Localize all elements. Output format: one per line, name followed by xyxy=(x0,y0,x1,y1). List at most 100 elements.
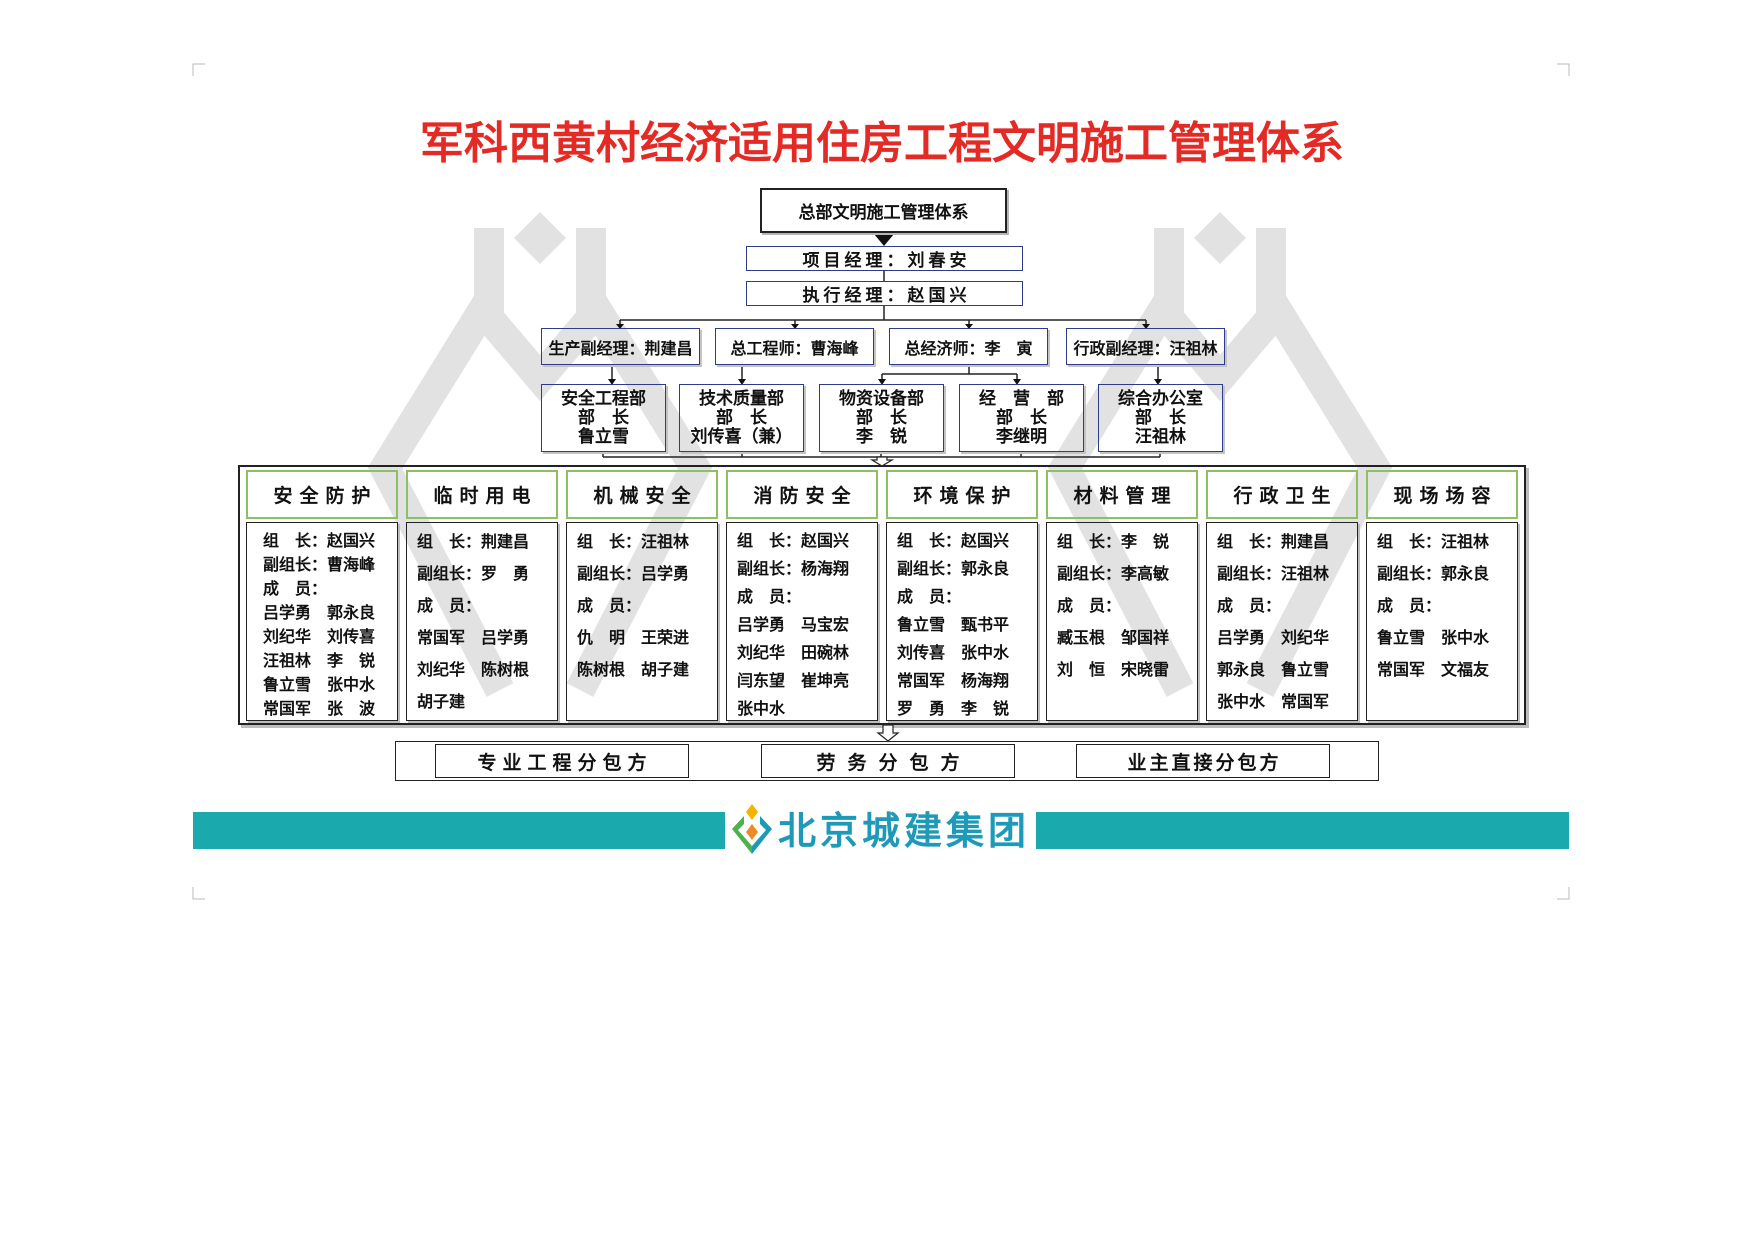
watermark-right xyxy=(1047,212,1393,697)
watermark-shape xyxy=(1246,292,1393,697)
logo-icon xyxy=(732,804,772,854)
watermark-left xyxy=(367,212,713,697)
department-head: 刘传喜（兼） xyxy=(690,426,793,447)
group-member-line: 闫东望 崔坤亮 xyxy=(737,671,850,690)
group-member-line: 张中水 xyxy=(737,699,786,718)
department-head: 汪祖林 xyxy=(1135,426,1186,447)
group-member-line: 组 长：汪祖林 xyxy=(1377,532,1490,551)
group-member-line: 鲁立雪 张中水 xyxy=(263,675,376,694)
group-member-line: 常国军 张 波 xyxy=(263,699,376,718)
group-member-line: 臧玉根 邹国祥 xyxy=(1057,628,1170,647)
group-member-line: 组 长：赵国兴 xyxy=(897,531,1010,550)
group-member-line: 副组长：汪祖林 xyxy=(1217,564,1330,583)
subcontractor-box: 专业工程分包方 xyxy=(435,744,689,778)
group-member-line: 成 员： xyxy=(577,596,642,615)
department-role: 部 长 xyxy=(716,407,767,428)
deputy-box-chief-engineer: 总工程师：曹海峰 xyxy=(715,328,874,365)
group-member-line: 罗 勇 李 锐 xyxy=(897,699,1010,718)
department-box: 综合办公室 部 长 汪祖林 xyxy=(1098,384,1223,452)
subcontractor-box: 劳务分包方 xyxy=(761,744,1015,778)
group-members: 组 长：荆建昌副组长：罗 勇成 员：常国军 吕学勇刘纪华 陈树根胡子建 xyxy=(406,522,558,721)
department-name: 安全工程部 xyxy=(561,388,646,409)
group-members: 组 长：汪祖林副组长：郭永良成 员：鲁立雪 张中水常国军 文福友 xyxy=(1366,522,1518,721)
group-member-line: 副组长：杨海翔 xyxy=(737,559,850,578)
watermark-shape xyxy=(474,228,606,402)
group-member-line: 吕学勇 马宝宏 xyxy=(737,615,850,634)
group-member-line: 刘纪华 陈树根 xyxy=(417,660,530,679)
group-member-line: 副组长：李高敏 xyxy=(1057,564,1170,583)
group-member-line: 组 长：赵国兴 xyxy=(737,531,850,550)
watermark-shape xyxy=(566,292,713,697)
department-name: 经 营 部 xyxy=(979,388,1064,409)
watermark-shape xyxy=(1047,292,1194,697)
crop-marks xyxy=(192,63,1570,900)
group-member-line: 副组长：郭永良 xyxy=(897,559,1010,578)
group-member-line: 成 员： xyxy=(417,596,482,615)
brand-band-left xyxy=(193,812,725,849)
group-member-line: 常国军 杨海翔 xyxy=(897,671,1010,690)
deputy-box-administration: 行政副经理：汪祖林 xyxy=(1066,328,1225,365)
group-member-line: 副组长：曹海峰 xyxy=(263,555,376,574)
department-role: 部 长 xyxy=(578,407,629,428)
group-member-line: 成 员： xyxy=(1217,596,1282,615)
watermark-diamond xyxy=(514,212,566,264)
group-member-line: 组 长：荆建昌 xyxy=(417,532,530,551)
group-member-line: 组 长：李 锐 xyxy=(1057,532,1170,551)
group-member-line: 副组长：郭永良 xyxy=(1377,564,1490,583)
group-member-line: 成 员： xyxy=(263,579,328,598)
department-role: 部 长 xyxy=(1135,407,1186,428)
brand-band-right xyxy=(1036,812,1569,849)
crop-mark-top-left xyxy=(192,63,205,76)
watermark-shape xyxy=(367,292,514,697)
group-member-line: 成 员： xyxy=(737,587,802,606)
group-member-line: 成 员： xyxy=(1057,596,1122,615)
department-box: 经 营 部 部 长 李继明 xyxy=(959,384,1084,452)
group-member-line: 吕学勇 郭永良 xyxy=(263,603,376,622)
crop-mark-bottom-left xyxy=(192,887,205,900)
department-box: 物资设备部 部 长 李 锐 xyxy=(819,384,944,452)
executive-manager-box: 执行经理：赵国兴 xyxy=(746,281,1023,306)
group-header: 安全防护 xyxy=(246,470,398,519)
group-member-line: 刘传喜 张中水 xyxy=(897,643,1010,662)
group-member-line: 郭永良 鲁立雪 xyxy=(1217,660,1330,679)
page-title: 军科西黄村经济适用住房工程文明施工管理体系 xyxy=(420,118,1344,169)
group-member-line: 陈树根 胡子建 xyxy=(577,660,690,679)
department-box: 技术质量部 部 长 刘传喜（兼） xyxy=(679,384,804,452)
group-member-line: 常国军 吕学勇 xyxy=(417,628,530,647)
group-header: 消防安全 xyxy=(726,470,878,519)
group-members: 组 长：李 锐副组长：李高敏成 员： 臧玉根 邹国祥刘 恒 宋晓雷 xyxy=(1046,522,1198,721)
group-member-line: 成 员： xyxy=(897,587,962,606)
department-role: 部 长 xyxy=(856,407,907,428)
group-header: 环境保护 xyxy=(886,470,1038,519)
group-member-line: 组 长：赵国兴 xyxy=(263,531,376,550)
group-member-line: 副组长：吕学勇 xyxy=(577,564,690,583)
department-name: 物资设备部 xyxy=(839,388,924,409)
group-member-line: 汪祖林 李 锐 xyxy=(263,651,376,670)
project-manager-box: 项目经理：刘春安 xyxy=(746,246,1023,271)
crop-mark-bottom-right xyxy=(1557,887,1570,900)
group-header: 现场场容 xyxy=(1366,470,1518,519)
group-member-line: 仇 明 王荣进 xyxy=(577,628,690,647)
group-header: 机械安全 xyxy=(566,470,718,519)
department-role: 部 长 xyxy=(996,407,1047,428)
group-member-line: 刘纪华 田碗林 xyxy=(737,643,850,662)
department-head: 鲁立雪 xyxy=(578,426,629,447)
department-name: 技术质量部 xyxy=(699,388,784,409)
deputy-box-chief-economist: 总经济师：李 寅 xyxy=(889,328,1048,365)
group-members: 组 长：汪祖林副组长：吕学勇成 员： 仇 明 王荣进陈树根 胡子建 xyxy=(566,522,718,721)
group-header: 材料管理 xyxy=(1046,470,1198,519)
group-member-line: 刘纪华 刘传喜 xyxy=(263,627,376,646)
group-member-line: 鲁立雪 甄书平 xyxy=(897,615,1010,634)
group-member-line: 组 长：汪祖林 xyxy=(577,532,690,551)
group-member-line: 胡子建 xyxy=(417,692,466,711)
group-member-line: 鲁立雪 张中水 xyxy=(1377,628,1490,647)
group-header: 临时用电 xyxy=(406,470,558,519)
subcontractor-box: 业主直接分包方 xyxy=(1076,744,1330,778)
brand-name: 北京城建集团 xyxy=(778,809,1031,853)
department-head: 李继明 xyxy=(996,426,1047,447)
department-head: 李 锐 xyxy=(856,426,907,447)
watermark-diamond xyxy=(1194,212,1246,264)
department-box: 安全工程部 部 长 鲁立雪 xyxy=(541,384,666,452)
group-member-line: 刘 恒 宋晓雷 xyxy=(1057,660,1170,679)
